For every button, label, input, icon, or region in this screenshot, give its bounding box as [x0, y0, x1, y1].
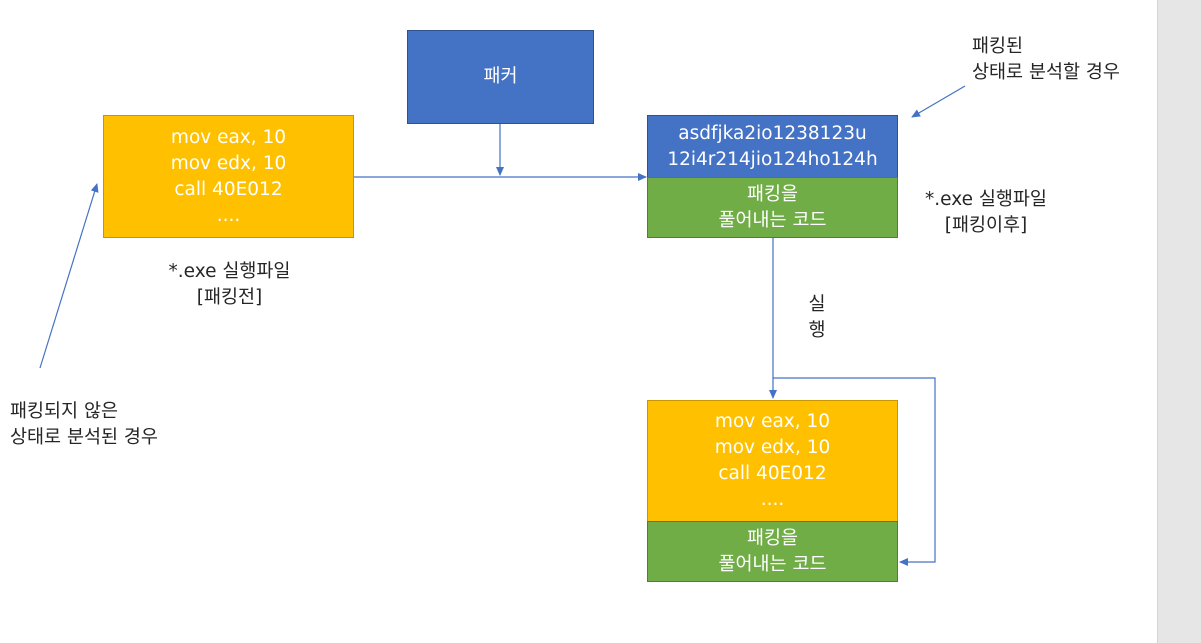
packed-data-line: 12i4r214jio124ho124h — [667, 148, 878, 170]
packed-data-box: asdfjka2io1238123u 12i4r214jio124ho124h — [647, 115, 898, 178]
unpack-stub-line: 풀어내는 코드 — [718, 553, 827, 575]
packed-exe-caption: *.exe 실행파일 [패킹이후] — [925, 189, 1047, 236]
original-exe-caption: *.exe 실행파일 [패킹전] — [168, 261, 291, 308]
arrow-note-packed — [911, 85, 966, 118]
code-line: .... — [216, 204, 241, 226]
code-line: mov edx, 10 — [714, 437, 831, 458]
arrow-unpack-loop — [773, 377, 936, 566]
packer-label: 패커 — [483, 66, 518, 87]
unpacked-code-box: mov eax, 10 mov edx, 10 call 40E012 .... — [647, 400, 898, 522]
run-label: 실 행 — [808, 294, 826, 341]
unpack-stub-line: 풀어내는 코드 — [718, 209, 827, 231]
note-packed-analysis: 패킹된 상태로 분석할 경우 — [972, 36, 1120, 83]
original-exe-box: mov eax, 10 mov edx, 10 call 40E012 .... — [103, 115, 354, 238]
code-line: .... — [760, 489, 785, 510]
packed-unpack-stub-box: 패킹을 풀어내는 코드 — [647, 177, 898, 238]
unpack-stub-line: 패킹을 — [746, 527, 799, 549]
code-line: mov edx, 10 — [170, 152, 287, 174]
packer-box: 패커 — [407, 30, 594, 124]
note-unpacked-analysis: 패킹되지 않은 상태로 분석된 경우 — [10, 401, 158, 448]
code-line: mov eax, 10 — [714, 411, 831, 432]
scrollbar-area[interactable] — [1157, 0, 1201, 643]
arrow-note-unpacked — [39, 183, 99, 369]
connector-arrows — [39, 85, 966, 566]
packed-data-line: asdfjka2io1238123u — [678, 122, 867, 144]
unpack-stub-line: 패킹을 — [746, 183, 799, 205]
unpacked-unpack-stub-box: 패킹을 풀어내는 코드 — [647, 521, 898, 582]
code-line: call 40E012 — [174, 178, 283, 200]
code-line: mov eax, 10 — [170, 126, 287, 148]
code-line: call 40E012 — [718, 463, 827, 484]
